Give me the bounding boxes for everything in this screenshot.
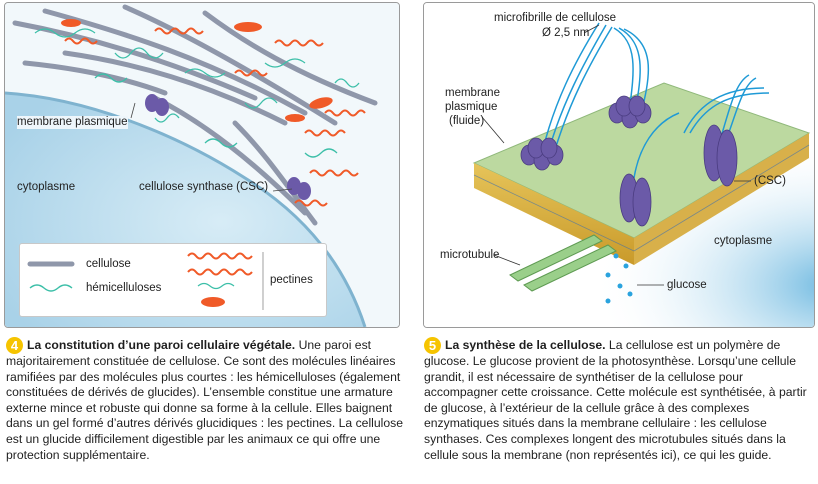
- legend: cellulose hémicelluloses pectines: [19, 243, 327, 317]
- leader-lines: [481, 24, 751, 286]
- membrane-leader: [130, 102, 136, 119]
- glucose-molecules: [605, 253, 633, 304]
- cytoplasm-label: cytoplasme: [714, 235, 773, 247]
- csc-rosettes: [520, 95, 738, 227]
- caption-left-text: Une paroi est majoritairement constituée…: [6, 338, 403, 462]
- microtubules: [509, 234, 617, 292]
- caption-right: 5 La synthèse de la cellulose. La cellulo…: [424, 337, 814, 484]
- hemicellulose-strands: [34, 28, 360, 158]
- membrane-label-3: (fluide): [449, 115, 485, 127]
- cellulose-synthesis-figure: microfibrille de cellulose Ø 2,5 nm memb…: [423, 2, 815, 328]
- pectin-blobs: [61, 19, 333, 122]
- caption-left: 4 La constitution d’une paroi cellulaire …: [6, 337, 404, 484]
- cellulose-synthesis-illustration: [424, 3, 814, 327]
- caption-right-text: La cellulose est un polymère de glucose.…: [424, 338, 807, 462]
- microfibril-label-2: Ø 2,5 nm: [542, 27, 590, 39]
- figure-number-badge: 4: [6, 337, 23, 354]
- csc-label: (CSC): [754, 175, 786, 187]
- pectin-chains: [64, 27, 366, 207]
- legend-cellulose-label: cellulose: [86, 258, 131, 270]
- csc-label: cellulose synthase (CSC): [139, 181, 269, 193]
- membrane-label: membrane plasmique: [17, 116, 128, 129]
- membrane-label-2: plasmique: [445, 101, 498, 113]
- membrane-side-right: [634, 133, 809, 265]
- caption-right-title: La synthèse de la cellulose.: [445, 338, 606, 352]
- legend-pectin-blob-swatch: [201, 297, 225, 307]
- csc-leader: [272, 188, 293, 192]
- caption-left-title: La constitution d’une paroi cellulaire v…: [27, 338, 296, 352]
- cytoplasm-label: cytoplasme: [17, 181, 76, 193]
- legend-pectin-chain-swatch-2: [187, 268, 253, 276]
- legend-hemicellulose-swatch: [29, 284, 73, 292]
- cell-wall-figure: membrane plasmique cytoplasme cellulose …: [4, 2, 400, 328]
- legend-hemicellulose-label: hémicelluloses: [86, 282, 162, 294]
- csc-complexes: [145, 94, 311, 200]
- microfibril-label-1: microfibrille de cellulose: [494, 12, 617, 24]
- legend-pectin-chain-swatch: [187, 252, 253, 260]
- membrane-label-1: membrane: [445, 87, 500, 99]
- glucose-label: glucose: [667, 279, 707, 291]
- plasma-membrane: [5, 91, 367, 327]
- microtubule-label: microtubule: [440, 249, 500, 261]
- figure-number-badge: 5: [424, 337, 441, 354]
- legend-pectin-label: pectines: [270, 274, 313, 286]
- legend-pectin-hemi-swatch: [197, 282, 235, 290]
